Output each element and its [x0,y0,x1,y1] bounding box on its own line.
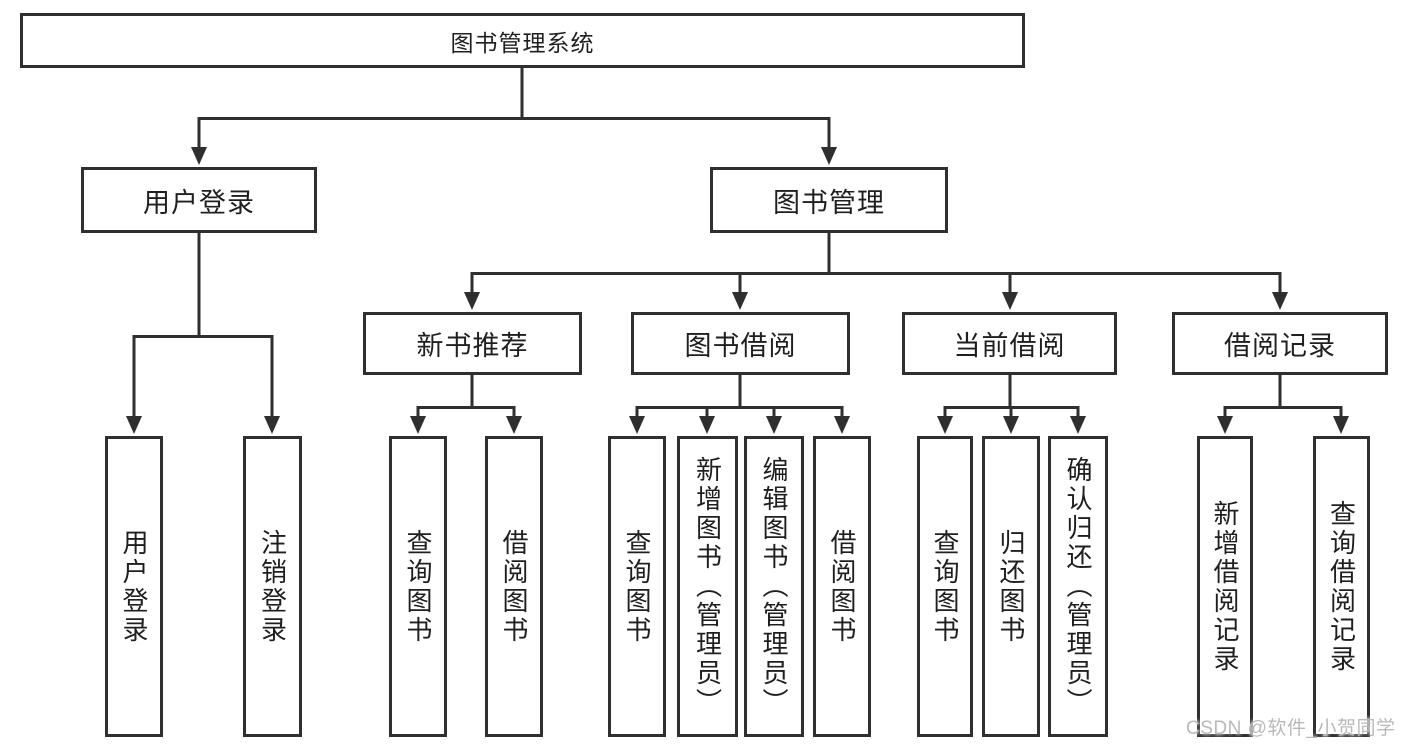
node-label: 查询图书 [622,528,652,645]
node-library-management-system: 图书管理系统 [20,13,1025,68]
node-book-management: 图书管理 [710,167,948,233]
node-label: 借阅图书 [499,528,529,645]
node-label: 图书管理 [773,187,885,218]
node-label: 确认归还（管理员） [1063,456,1093,717]
leaf-query-borrow-record: 查询借阅记录 [1313,436,1370,737]
leaf-query-books-borrow: 查询图书 [608,436,666,737]
leaf-borrow-books: 借阅图书 [813,436,871,737]
leaf-confirm-return-admin: 确认归还（管理员） [1048,436,1108,737]
node-label: 编辑图书（管理员） [759,456,789,717]
node-label: 归还图书 [996,528,1026,645]
leaf-add-books-admin: 新增图书（管理员） [677,436,738,737]
leaf-add-borrow-record: 新增借阅记录 [1197,436,1253,737]
node-label: 查询借阅记录 [1326,499,1357,674]
leaf-edit-books-admin: 编辑图书（管理员） [744,436,804,737]
node-user-login: 用户登录 [81,167,317,233]
node-borrowing-records: 借阅记录 [1172,312,1388,375]
node-label: 图书借阅 [684,331,797,361]
node-current-borrowing: 当前借阅 [902,312,1117,375]
node-label: 当前借阅 [953,331,1066,361]
node-label: 查询图书 [403,528,433,645]
node-label: 用户登录 [143,187,255,218]
leaf-return-books: 归还图书 [982,436,1040,737]
node-label: 新书推荐 [416,331,529,361]
node-book-borrowing: 图书借阅 [631,312,850,375]
node-label: 借阅记录 [1224,331,1336,361]
leaf-query-books-current: 查询图书 [917,436,973,737]
leaf-borrow-books-recommend: 借阅图书 [485,436,543,737]
node-label: 新增图书（管理员） [692,456,723,717]
leaf-logout-login: 注销登录 [243,436,302,737]
leaf-query-books-recommend: 查询图书 [389,436,447,737]
node-new-book-recommend: 新书推荐 [363,312,582,375]
node-label: 用户登录 [119,528,149,645]
node-label: 注销登录 [257,528,288,645]
node-label: 查询图书 [930,528,960,645]
node-label: 新增借阅记录 [1210,499,1240,674]
csdn-watermark: CSDN @软件_小贺同学 [1186,718,1396,739]
node-label: 图书管理系统 [450,29,595,56]
node-label: 借阅图书 [827,528,857,645]
leaf-user-login: 用户登录 [105,436,163,737]
